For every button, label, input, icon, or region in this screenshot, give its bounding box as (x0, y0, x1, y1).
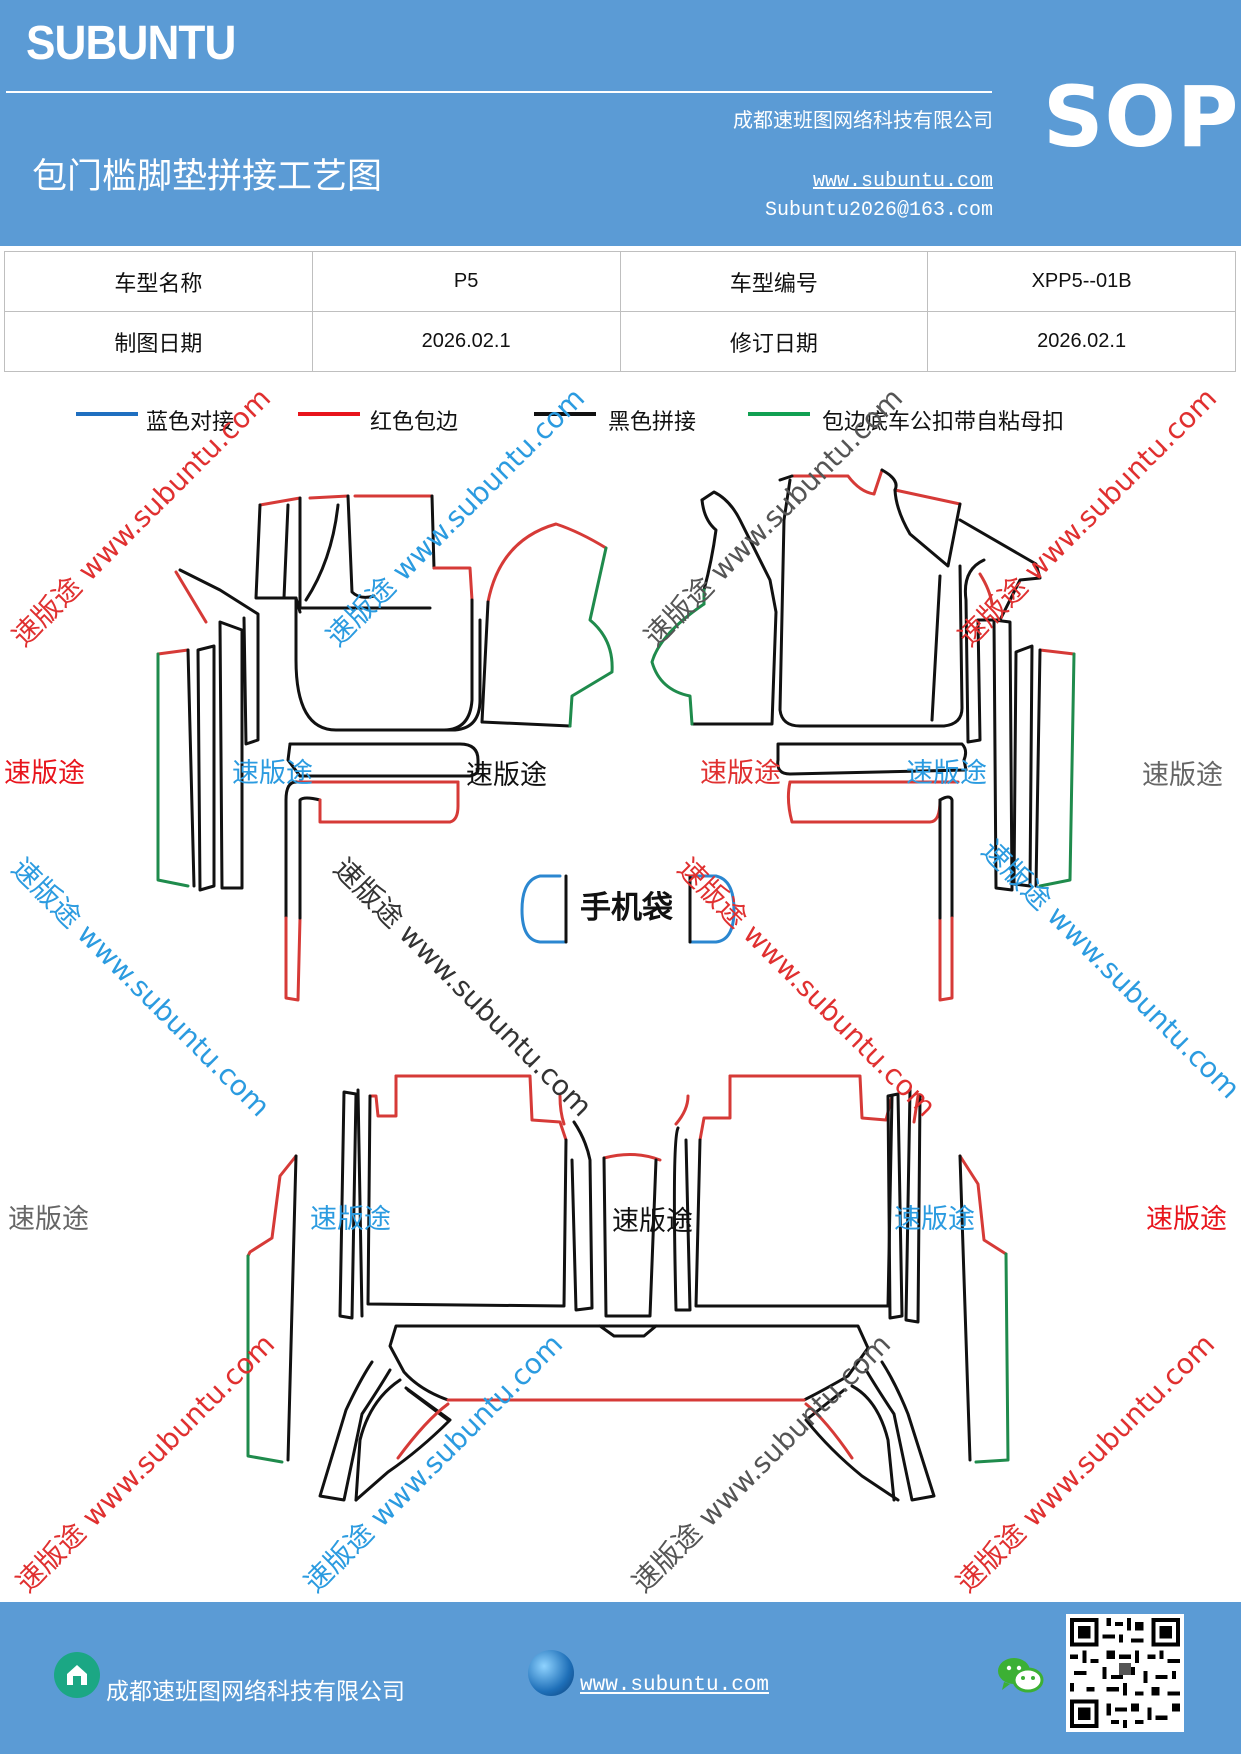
header-website-link[interactable]: www.subuntu.com (812, 170, 993, 193)
watermark: 速版途 (8, 1204, 89, 1235)
qr-code[interactable] (1066, 1614, 1184, 1732)
header-divider (6, 91, 992, 93)
legend-label: 蓝色对接 (146, 410, 235, 435)
watermark: 速版途 (310, 1204, 391, 1235)
page-title: 包门槛脚垫拼接工艺图 (32, 157, 383, 197)
header-email[interactable]: Subuntu2026@163.com (764, 199, 993, 222)
brand-watermarks: 速版途 速版途 速版途 速版途 速版途 速版途 速版途 速版途 速版途 速版途 … (4, 758, 1227, 1237)
footer-bar: 成都速班图网络科技有限公司 www.subuntu.com (0, 1602, 1241, 1754)
legend-label: 红色包边 (370, 410, 459, 435)
watermark: 速版途 www.subuntu.com (626, 1327, 898, 1599)
watermark: 速版途 www.subuntu.com (10, 1327, 282, 1599)
footer-website-link[interactable]: www.subuntu.com (580, 1674, 770, 1697)
legend-swatch-green (748, 412, 810, 416)
watermark: 速版途 www.subuntu.com (327, 852, 599, 1124)
watermark: 速版途 (4, 758, 85, 789)
table-cell: 2026.02.1 (311, 311, 621, 372)
table-cell: 车型名称 (4, 251, 313, 312)
qr-code-pattern (1070, 1618, 1180, 1728)
sop-badge: SOP (1043, 68, 1240, 166)
watermark: 速版途 (700, 758, 781, 789)
watermark: 速版途 www.subuntu.com (6, 381, 278, 653)
watermark: 速版途 (1146, 1204, 1227, 1235)
watermark: 速版途 www.subuntu.com (320, 381, 592, 653)
watermark: 速版途 (232, 758, 313, 789)
watermark-layer: 速版途 www.subuntu.com 速版途 www.subuntu.com … (5, 381, 1241, 1599)
wechat-icon-glyph (998, 1658, 1044, 1693)
watermark: 速版途 (612, 1206, 693, 1237)
watermark: 速版途 www.subuntu.com (952, 381, 1224, 653)
watermark: 速版途 www.subuntu.com (638, 381, 910, 653)
footer-company: 成都速班图网络科技有限公司 (106, 1679, 405, 1705)
watermark: 速版途 (906, 758, 987, 789)
table-cell: 车型编号 (619, 251, 929, 312)
watermark: 速版途 (466, 760, 547, 791)
watermark: 速版途 www.subuntu.com (950, 1327, 1222, 1599)
watermark: 速版途 www.subuntu.com (671, 852, 943, 1124)
table-cell: P5 (311, 251, 621, 312)
watermark: 速版途 (1142, 760, 1223, 791)
legend-swatch-red (298, 412, 360, 416)
wechat-icon[interactable] (996, 1654, 1044, 1702)
brand-logo: SUBUNTU (26, 17, 236, 70)
watermark: 速版途 www.subuntu.com (298, 1327, 570, 1599)
table-cell: 2026.02.1 (927, 311, 1236, 372)
watermark: 速版途 (894, 1204, 975, 1235)
phone-pocket (520, 874, 736, 944)
rear-mat (246, 1074, 1010, 1502)
table-row: 制图日期 2026.02.1 修订日期 2026.02.1 (4, 311, 1236, 372)
vehicle-info-table: 车型名称 P5 车型编号 XPP5--01B 制图日期 2026.02.1 修订… (4, 251, 1236, 372)
header-company: 成都速班图网络科技有限公司 (733, 108, 993, 132)
home-icon (54, 1652, 100, 1698)
watermark: 速版途 www.subuntu.com (975, 834, 1241, 1106)
globe-icon (528, 1650, 574, 1696)
legend: 蓝色对接 红色包边 黑色拼接 包边底车公扣带自粘母扣 (0, 392, 1241, 435)
home-icon-glyph (67, 1665, 87, 1685)
front-left-mat (156, 494, 614, 1002)
front-right-mat (650, 468, 1076, 1002)
legend-swatch-blue (76, 412, 138, 416)
watermark: 速版途 www.subuntu.com (5, 852, 277, 1124)
table-cell: 修订日期 (619, 311, 929, 372)
phone-pocket-label: 手机袋 (580, 890, 673, 926)
header-banner: SUBUNTU 成都速班图网络科技有限公司 包门槛脚垫拼接工艺图 www.sub… (0, 0, 1241, 246)
table-row: 车型名称 P5 车型编号 XPP5--01B (4, 251, 1236, 312)
legend-swatch-black (534, 412, 596, 416)
table-cell: XPP5--01B (927, 251, 1236, 312)
legend-label: 黑色拼接 (608, 410, 697, 435)
table-cell: 制图日期 (4, 311, 313, 372)
legend-label: 包边底车公扣带自粘母扣 (822, 410, 1065, 435)
